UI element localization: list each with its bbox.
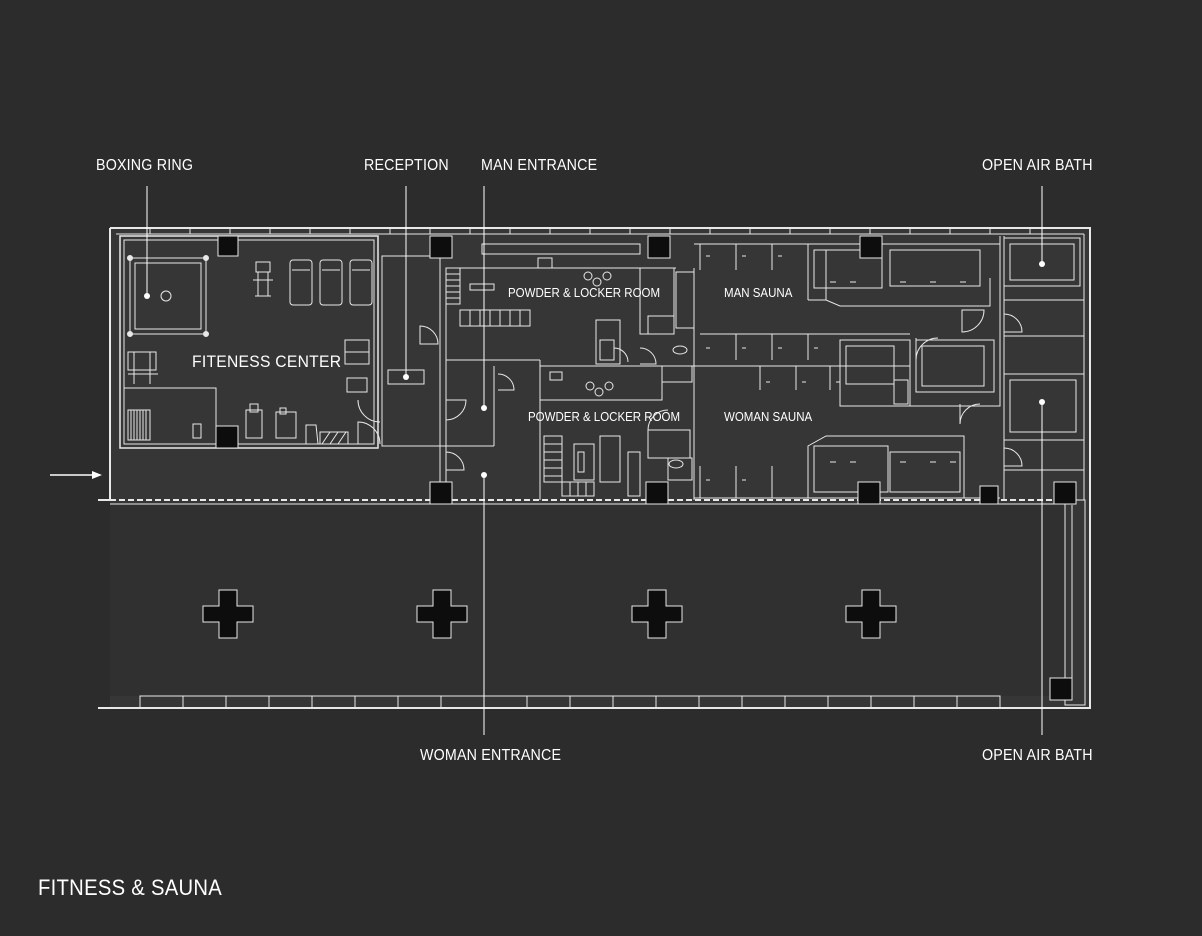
gym-machines: [245, 403, 349, 445]
columns: [215, 235, 1077, 701]
room-woman-sauna: WOMAN SAUNA: [724, 410, 813, 424]
callout-woman-entrance: WOMAN ENTRANCE: [420, 747, 562, 764]
treadmills: [289, 259, 373, 306]
callout-open-air-bath-bottom: OPEN AIR BATH: [982, 747, 1093, 764]
room-fitness-center: FITENESS CENTER: [192, 352, 342, 371]
top-fins: [109, 228, 1031, 234]
lower-hall: [110, 504, 1065, 696]
room-powder-locker-woman: POWDER & LOCKER ROOM: [528, 410, 681, 424]
bottom-facade: [139, 695, 1001, 709]
sink-fixtures: [706, 255, 966, 481]
man-sauna-block: [694, 243, 1000, 425]
bench-left: [127, 351, 158, 384]
man-locker-details: [445, 243, 695, 365]
callout-reception: RECEPTION: [364, 157, 449, 174]
weight-machine-top: [253, 261, 273, 297]
bench-right: [344, 339, 370, 393]
callout-boxing-ring: BOXING RING: [96, 157, 194, 174]
woman-sauna-block: [694, 236, 1001, 499]
entry-arrow-icon: [50, 471, 102, 479]
woman-locker-details: [539, 365, 693, 497]
boxing-ring: [127, 255, 209, 337]
open-air-bath-rooms: [1003, 236, 1084, 500]
page-title: FITNESS & SAUNA: [38, 875, 223, 900]
outer-wall-inner: [116, 233, 1085, 500]
room-powder-locker-man: POWDER & LOCKER ROOM: [508, 286, 661, 300]
room-man-sauna: MAN SAUNA: [724, 286, 793, 300]
callout-dots: [144, 261, 1045, 478]
column-cross-icon: [202, 589, 897, 639]
floor-mat: [127, 409, 151, 441]
callout-open-air-bath-top: OPEN AIR BATH: [982, 157, 1093, 174]
callout-leaders: [146, 186, 1043, 735]
callout-man-entrance: MAN ENTRANCE: [481, 157, 598, 174]
fitness-room: [119, 235, 379, 449]
